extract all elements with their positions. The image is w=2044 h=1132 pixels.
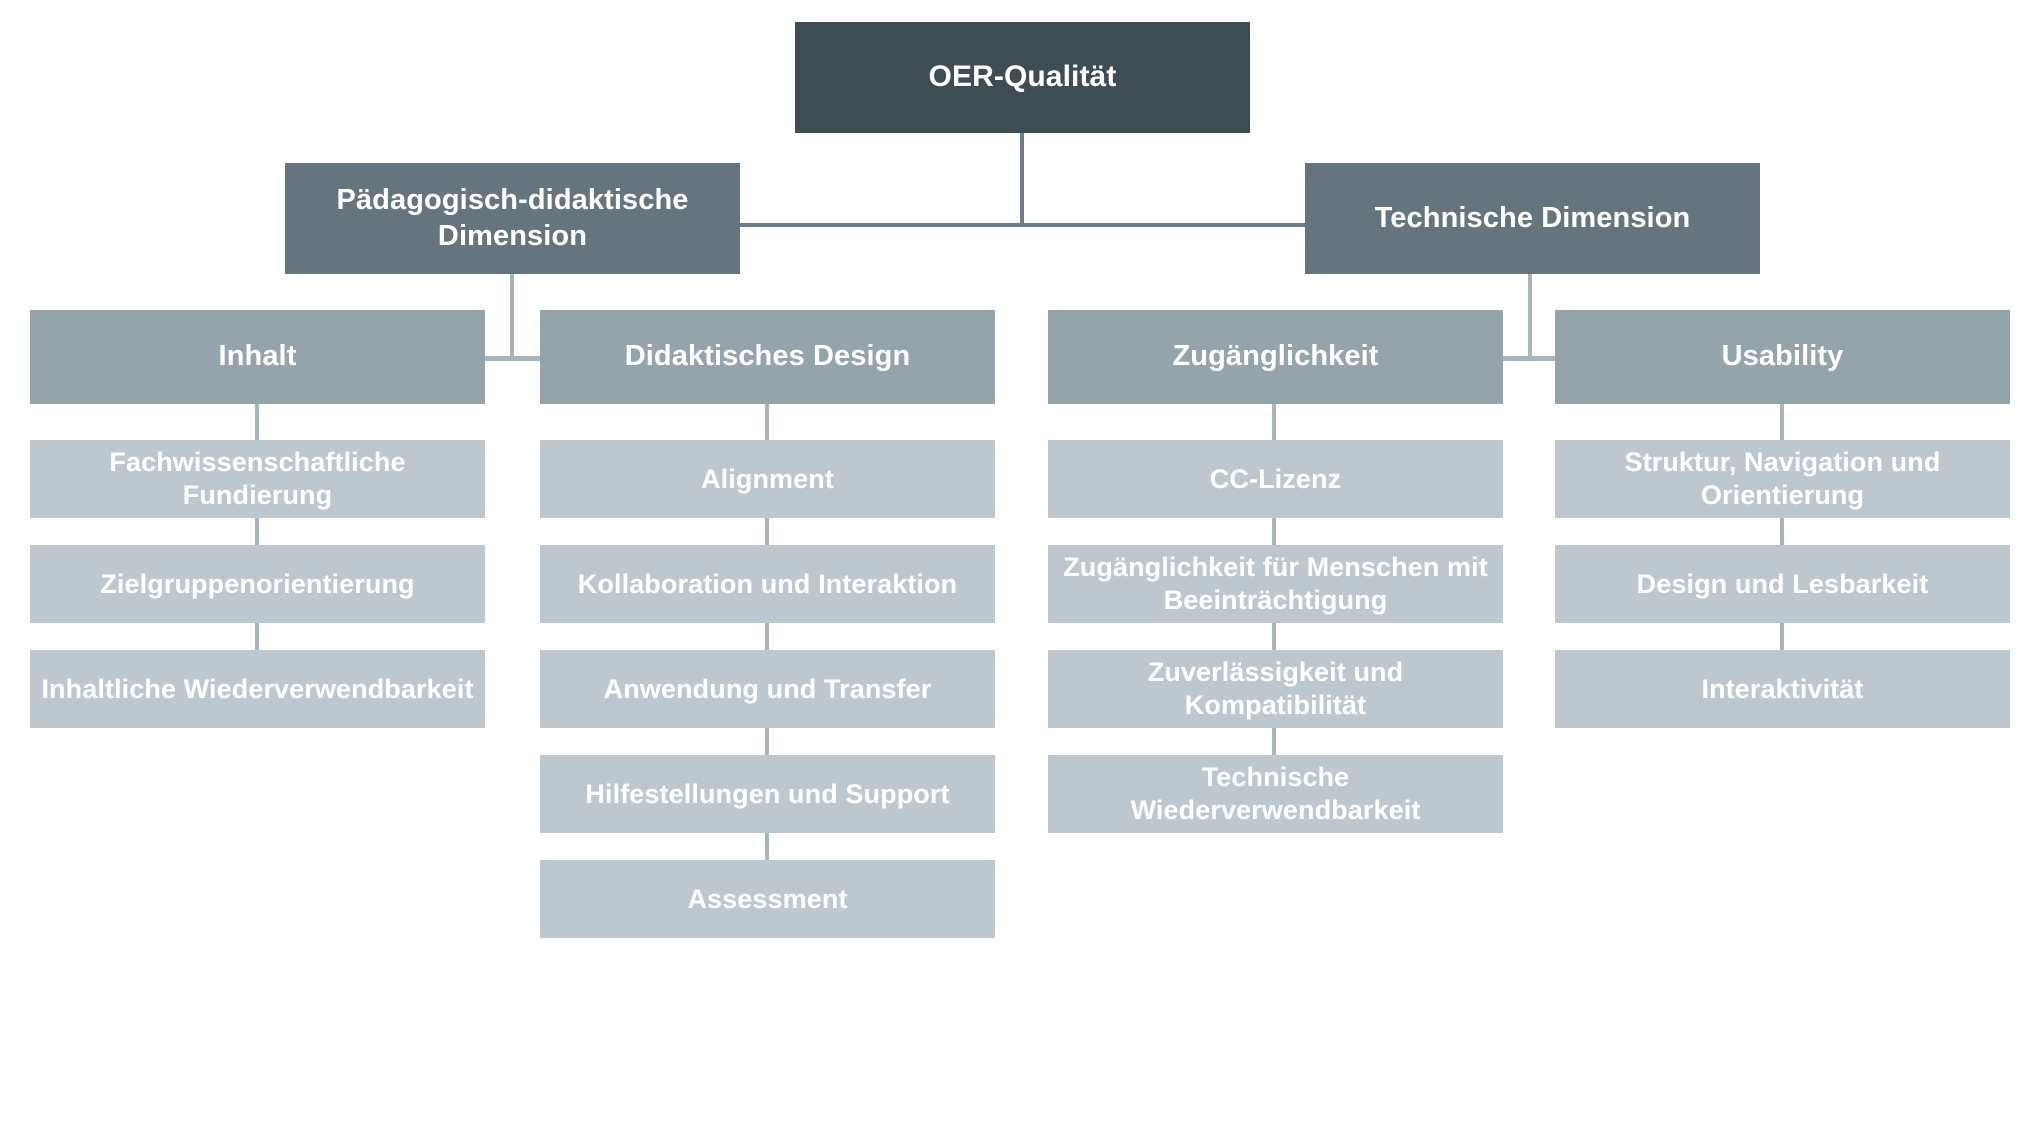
node-leaf-alignment[interactable]: Alignment bbox=[540, 440, 995, 518]
node-dimension-pedagogical[interactable]: Pädagogisch-didaktische Dimension bbox=[285, 163, 740, 274]
node-leaf-cc-lizenz[interactable]: CC-Lizenz bbox=[1048, 440, 1503, 518]
node-leaf-label: Alignment bbox=[701, 463, 834, 494]
connector-technical-cat-bar bbox=[1500, 356, 1558, 361]
node-dimension-technical-label: Technische Dimension bbox=[1374, 201, 1691, 234]
node-leaf-hilfestellungen-und-support[interactable]: Hilfestellungen und Support bbox=[540, 755, 995, 833]
node-leaf-zuverlaessigkeit-und-kompatibilitaet[interactable]: Zuverlässigkeit und Kompatibilität bbox=[1048, 650, 1503, 728]
node-leaf-technische-wiederverwendbarkeit[interactable]: Technische Wiederverwendbarkeit bbox=[1048, 755, 1503, 833]
node-leaf-interaktivitaet[interactable]: Interaktivität bbox=[1555, 650, 2010, 728]
connector-pedagogical-stem bbox=[510, 274, 514, 360]
node-leaf-label: Hilfestellungen und Support bbox=[585, 778, 950, 809]
node-category-usability[interactable]: Usability bbox=[1555, 310, 2010, 404]
node-leaf-label: Design und Lesbarkeit bbox=[1636, 568, 1929, 599]
connector-column-4-spine bbox=[1780, 404, 1784, 653]
node-leaf-anwendung-und-transfer[interactable]: Anwendung und Transfer bbox=[540, 650, 995, 728]
node-dimension-technical[interactable]: Technische Dimension bbox=[1305, 163, 1760, 274]
node-leaf-label: Zugänglichkeit für Menschen mit Beeinträ… bbox=[1063, 552, 1488, 615]
node-leaf-label: Interaktivität bbox=[1701, 673, 1864, 704]
connector-technical-stem bbox=[1528, 274, 1532, 360]
node-leaf-kollaboration-und-interaktion[interactable]: Kollaboration und Interaktion bbox=[540, 545, 995, 623]
node-category-inhalt[interactable]: Inhalt bbox=[30, 310, 485, 404]
node-leaf-fachwissenschaftliche-fundierung[interactable]: Fachwissenschaftliche Fundierung bbox=[30, 440, 485, 518]
node-leaf-label: CC-Lizenz bbox=[1209, 463, 1342, 494]
node-leaf-label: Technische Wiederverwendbarkeit bbox=[1130, 762, 1421, 825]
node-root-oer-qualitaet[interactable]: OER-Qualität bbox=[795, 22, 1250, 133]
node-leaf-zugaenglichkeit-fuer-menschen-mit-beeintraechtigung[interactable]: Zugänglichkeit für Menschen mit Beeinträ… bbox=[1048, 545, 1503, 623]
node-leaf-label: Inhaltliche Wiederverwendbarkeit bbox=[41, 673, 474, 704]
node-leaf-label: Anwendung und Transfer bbox=[603, 673, 932, 704]
node-leaf-label: Zuverlässigkeit und Kompatibilität bbox=[1147, 657, 1404, 720]
node-category-didaktisches-design-label: Didaktisches Design bbox=[624, 340, 911, 373]
node-category-didaktisches-design[interactable]: Didaktisches Design bbox=[540, 310, 995, 404]
node-category-zugaenglichkeit-label: Zugänglichkeit bbox=[1172, 340, 1379, 373]
node-leaf-zielgruppenorientierung[interactable]: Zielgruppenorientierung bbox=[30, 545, 485, 623]
connector-dimension-bar bbox=[740, 223, 1305, 227]
node-category-inhalt-label: Inhalt bbox=[218, 340, 297, 373]
connector-column-1-spine bbox=[255, 404, 259, 653]
node-leaf-design-und-lesbarkeit[interactable]: Design und Lesbarkeit bbox=[1555, 545, 2010, 623]
node-leaf-label: Assessment bbox=[687, 883, 848, 914]
node-leaf-label: Zielgruppenorientierung bbox=[100, 568, 415, 599]
node-leaf-label: Struktur, Navigation und Orientierung bbox=[1624, 447, 1941, 510]
node-dimension-pedagogical-label: Pädagogisch-didaktische Dimension bbox=[336, 184, 689, 252]
connector-root-stem bbox=[1020, 133, 1024, 225]
connector-column-2-spine bbox=[765, 404, 769, 863]
node-category-usability-label: Usability bbox=[1721, 340, 1844, 373]
node-leaf-struktur-navigation-und-orientierung[interactable]: Struktur, Navigation und Orientierung bbox=[1555, 440, 2010, 518]
node-leaf-label: Kollaboration und Interaktion bbox=[577, 568, 958, 599]
node-leaf-assessment[interactable]: Assessment bbox=[540, 860, 995, 938]
connector-pedagogical-cat-bar bbox=[485, 356, 541, 361]
node-category-zugaenglichkeit[interactable]: Zugänglichkeit bbox=[1048, 310, 1503, 404]
node-leaf-label: Fachwissenschaftliche Fundierung bbox=[109, 447, 406, 510]
node-leaf-inhaltliche-wiederverwendbarkeit[interactable]: Inhaltliche Wiederverwendbarkeit bbox=[30, 650, 485, 728]
node-root-label: OER-Qualität bbox=[928, 60, 1117, 94]
